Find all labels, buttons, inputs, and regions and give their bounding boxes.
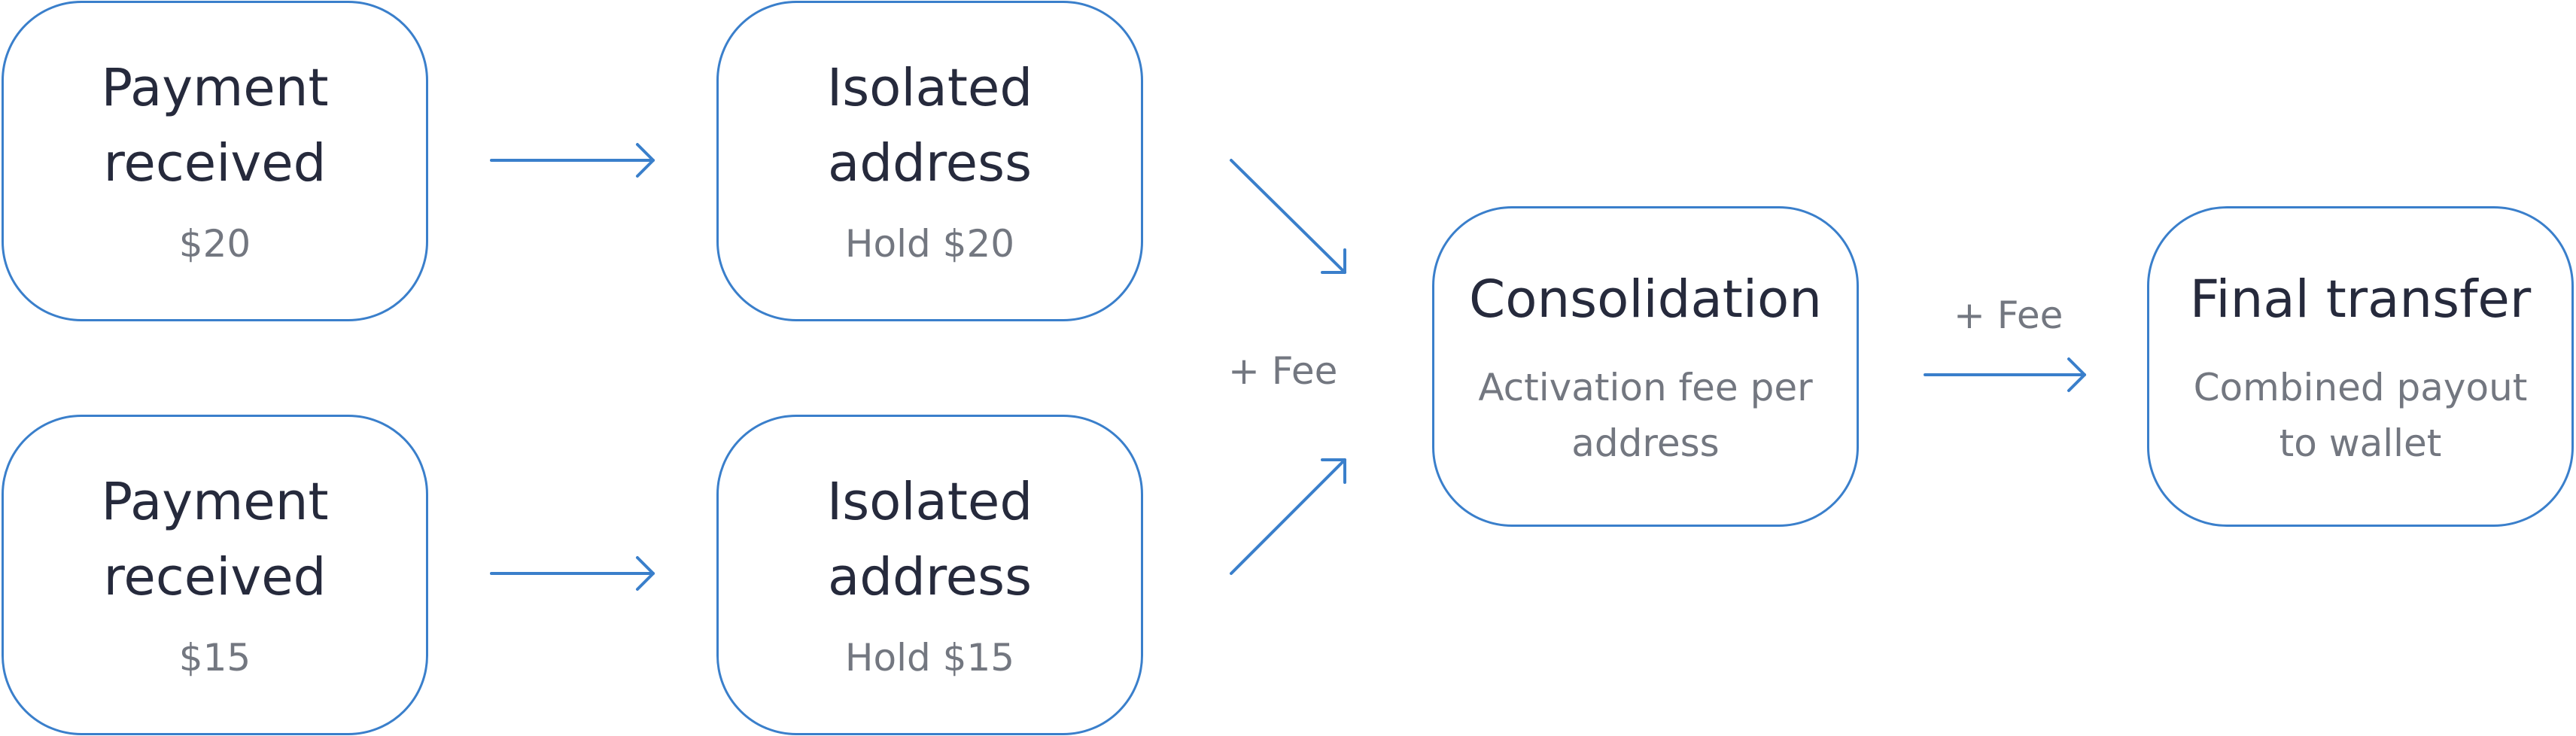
arrow-consolidation-to-final-transfer: [1924, 357, 2086, 392]
fee-label-final-transfer: + Fee: [1954, 293, 2064, 337]
node-title-line: Isolated: [826, 58, 1033, 118]
node-title-line: received: [103, 133, 327, 193]
node-title-line: received: [103, 547, 327, 607]
node-title: Payment received: [101, 464, 328, 615]
node-title: Isolated address: [827, 464, 1033, 615]
node-isolated-address-1: Isolated address Hold $20: [716, 1, 1143, 321]
node-detail: $15: [178, 636, 251, 680]
node-detail: Combined payout to wallet: [2194, 360, 2528, 471]
arrow-payment-1-to-isolated-1: [490, 143, 655, 178]
arrow-isolated-1-to-consolidation: [1230, 159, 1346, 274]
node-consolidation: Consolidation Activation fee per address: [1432, 206, 1859, 527]
node-title: Final transfer: [2189, 269, 2532, 330]
node-title-line: Payment: [101, 58, 329, 118]
node-detail: Hold $15: [844, 636, 1015, 680]
node-detail-line: Combined payout: [2193, 366, 2528, 409]
node-final-transfer: Final transfer Combined payout to wallet: [2147, 206, 2574, 527]
node-payment-received-1: Payment received $20: [2, 1, 428, 321]
node-title-line: Isolated: [826, 472, 1033, 532]
arrow-isolated-2-to-consolidation: [1230, 458, 1346, 575]
node-detail: $20: [178, 222, 251, 266]
node-title: Consolidation: [1469, 269, 1822, 330]
node-detail-line: Activation fee per: [1478, 366, 1813, 409]
node-detail-line: to wallet: [2279, 421, 2442, 465]
node-title: Payment received: [101, 50, 328, 201]
node-detail: Activation fee per address: [1478, 360, 1812, 471]
node-payment-received-2: Payment received $15: [2, 415, 428, 735]
node-title-line: address: [827, 547, 1033, 607]
arrow-payment-2-to-isolated-2: [490, 556, 655, 591]
node-detail-line: address: [1571, 421, 1720, 465]
node-detail: Hold $20: [844, 222, 1015, 266]
fee-label-consolidation: + Fee: [1228, 349, 1338, 393]
node-title-line: Payment: [101, 472, 329, 532]
node-isolated-address-2: Isolated address Hold $15: [716, 415, 1143, 735]
node-title: Isolated address: [827, 50, 1033, 201]
node-title-line: address: [827, 133, 1033, 193]
